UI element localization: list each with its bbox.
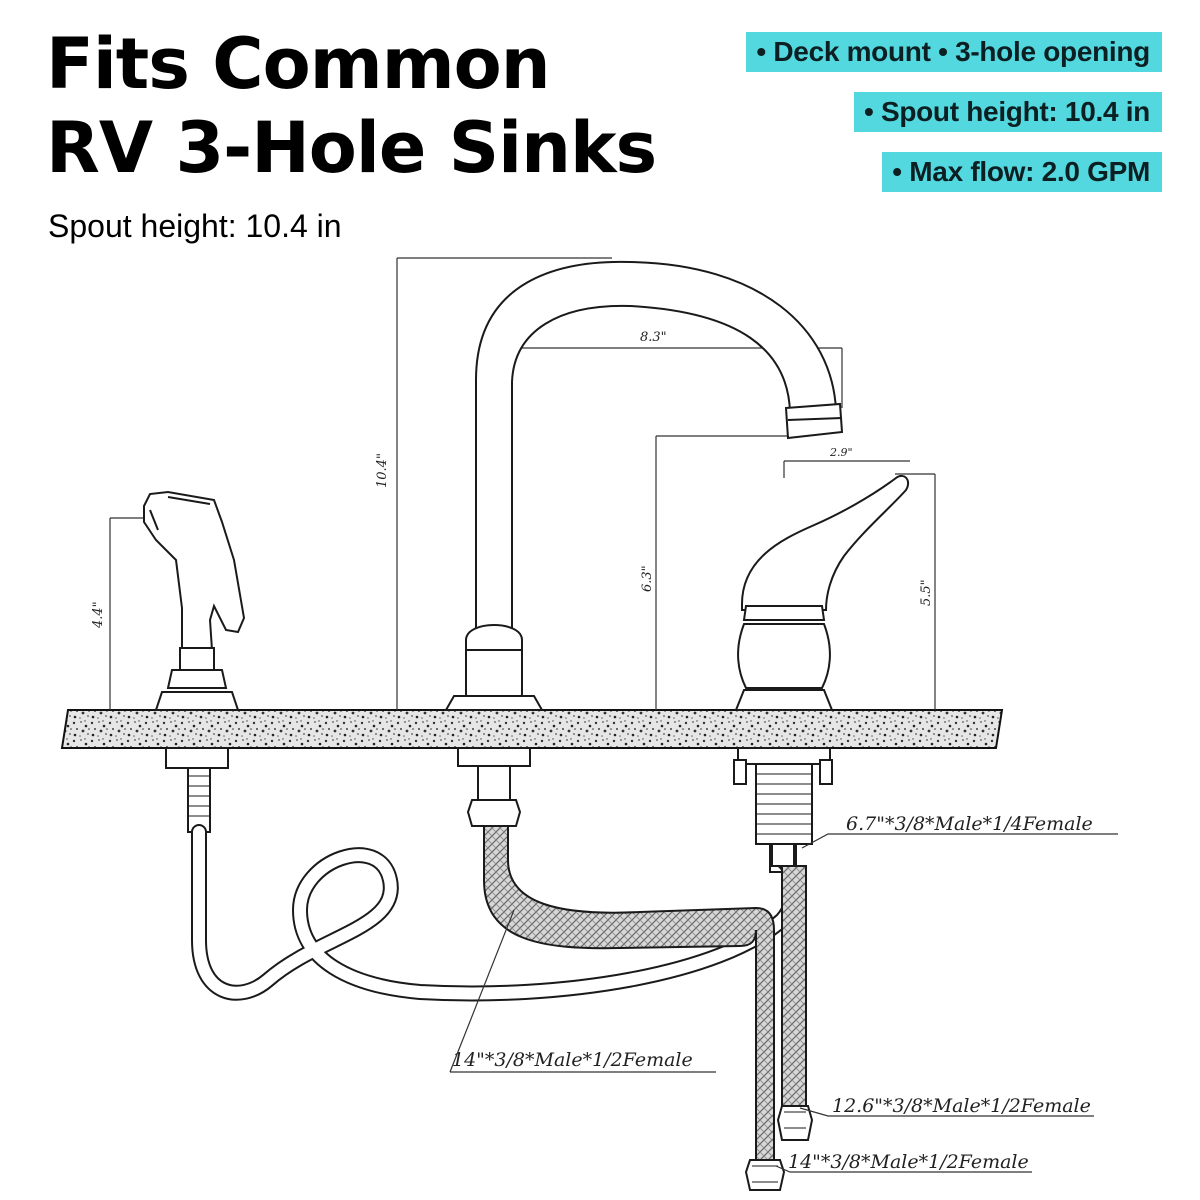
dim-spout-height: 10.4" <box>375 453 390 488</box>
label-left-supply: 14"*3/8*Male*1/2Female <box>452 1049 693 1071</box>
braided-supply-lines <box>483 825 814 1191</box>
dim-spout-clearance: 6.3" <box>640 565 655 592</box>
leader-lines <box>449 833 1118 1173</box>
subheadline: Spout height: 10.4 in <box>48 208 342 244</box>
headline-line-1: Fits Common <box>46 23 551 105</box>
dimension-labels: 8.3" 2.9" 10.4" 6.3" 5.5" 4.4" <box>91 330 934 629</box>
headline: Fits Common RV 3-Hole Sinks <box>46 22 657 190</box>
badge-max-flow: • Max flow: 2.0 GPM <box>882 152 1162 192</box>
dim-handle-height: 5.5" <box>919 579 934 606</box>
spout <box>444 260 844 827</box>
label-sprayer-hose: 6.7"*3/8*Male*1/4Female <box>846 813 1093 835</box>
dim-handle-width: 2.9" <box>829 446 853 459</box>
label-right-supply: 12.6"*3/8*Male*1/2Female <box>832 1095 1091 1117</box>
sprayer-hose <box>191 824 803 1002</box>
hose-labels: 6.7"*3/8*Male*1/4Female 14"*3/8*Male*1/2… <box>452 813 1093 1173</box>
label-center-supply: 14"*3/8*Male*1/2Female <box>788 1151 1029 1173</box>
countertop <box>60 709 1004 749</box>
faucet-handle <box>733 474 910 873</box>
dim-spout-reach: 8.3" <box>640 330 667 345</box>
badge-deck-mount: • Deck mount • 3-hole opening <box>746 32 1162 72</box>
headline-line-2: RV 3-Hole Sinks <box>46 107 657 189</box>
badge-spout-height: • Spout height: 10.4 in <box>853 92 1162 132</box>
dim-sprayer-height: 4.4" <box>91 601 106 629</box>
side-sprayer <box>143 490 246 833</box>
